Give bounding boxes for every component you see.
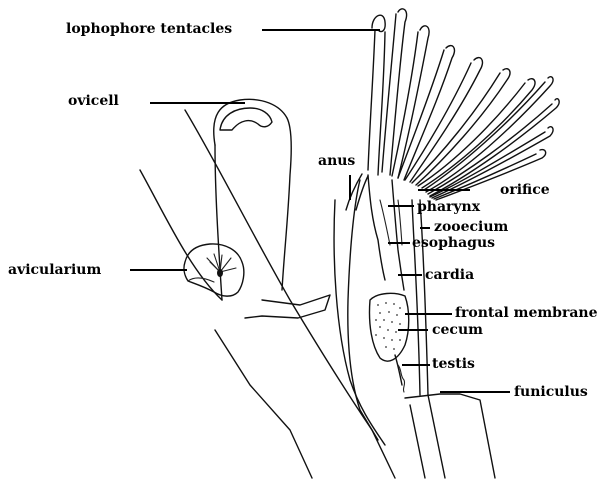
label-frontal-membrane: frontal membrane [455,306,598,320]
lophophore-tentacles [368,9,559,200]
colony-branch [140,110,395,478]
label-pharynx: pharynx [417,200,480,214]
label-avicularium: avicularium [8,263,101,277]
label-orifice: orifice [500,183,550,197]
label-testis: testis [432,357,475,371]
label-ovicell: ovicell [68,94,119,108]
label-esophagus: esophagus [412,236,495,250]
label-anus: anus [318,154,355,168]
label-zooecium: zooecium [434,220,508,234]
ovicell-structure [214,99,292,300]
label-cecum: cecum [432,323,483,337]
label-funiculus: funiculus [514,385,588,399]
label-cardia: cardia [425,268,474,282]
label-lophophore-tentacles: lophophore tentacles [66,22,232,36]
avicularium-structure [184,244,244,296]
